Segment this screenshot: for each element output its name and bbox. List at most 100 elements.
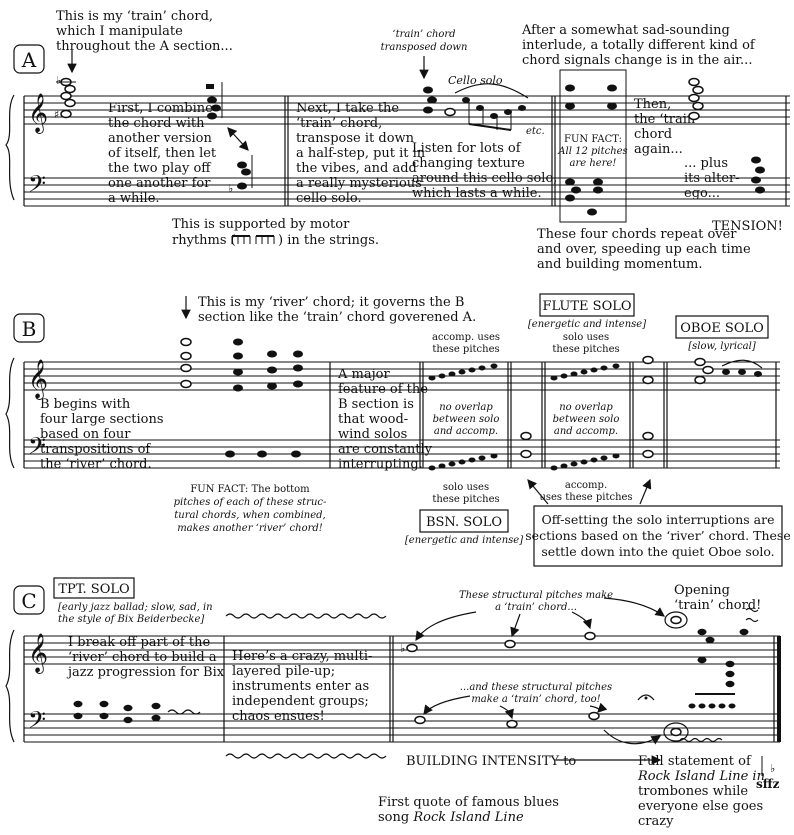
treble-clef-icon: 𝄞: [28, 633, 48, 674]
plus-text: ... plus its alter- ego...: [684, 156, 740, 201]
svg-text:First, I combine: First, I combine: [108, 101, 213, 116]
svg-text:a ‘train’ chord...: a ‘train’ chord...: [495, 602, 577, 613]
svg-text:instruments enter as: instruments enter as: [232, 679, 369, 694]
section-b: B 𝄞 𝄢: [5, 293, 791, 567]
tremolo-icon: [225, 613, 387, 619]
svg-text:that wood-: that wood-: [338, 412, 408, 427]
svg-text:between solo: between solo: [433, 414, 500, 425]
river-note: [642, 431, 654, 441]
svg-text:these pitches: these pitches: [432, 344, 499, 355]
begins-text: B begins with four large sections based …: [40, 397, 164, 472]
bsn-solo-desc: [energetic and intense]: [405, 535, 523, 546]
solo-top-text: solo uses these pitches: [552, 332, 619, 355]
structural-bottom-notes: [414, 695, 608, 729]
svg-text:these pitches: these pitches: [432, 494, 499, 505]
section-b-treble-staff: [24, 361, 780, 391]
trombone-chord-note: [670, 727, 682, 737]
svg-text:the ‘train’: the ‘train’: [634, 112, 699, 127]
flute-solo-box: [539, 293, 635, 317]
river-text: This is my ‘river’ chord; it governs the…: [198, 295, 476, 325]
svg-text:which lasts a while.: which lasts a while.: [412, 186, 542, 201]
bsn-solo-box: [419, 509, 509, 533]
svg-text:and accomp.: and accomp.: [434, 426, 498, 437]
svg-text:chaos ensues!: chaos ensues!: [232, 709, 325, 724]
transposed-label: ‘train’ chord transposed down: [381, 29, 468, 53]
svg-text:‘river’ chord to build a: ‘river’ chord to build a: [68, 650, 217, 665]
combine-text: First, I combine the chord with another …: [108, 101, 217, 206]
section-c: C TPT. SOLO [early jazz ballad; slow, sa…: [5, 577, 781, 829]
no-overlap-2: no overlap between solo and accomp.: [553, 402, 620, 437]
tremolo-icon: [225, 753, 387, 759]
svg-text:are constantly: are constantly: [338, 442, 433, 457]
svg-text:cello solo.: cello solo.: [296, 191, 362, 206]
svg-text:make a ‘train’ chord, too!: make a ‘train’ chord, too!: [471, 694, 600, 705]
section-b-label-box: [13, 313, 45, 343]
tpt-solo-label: TPT. SOLO: [58, 582, 129, 597]
svg-text:around this cello solo,: around this cello solo,: [412, 171, 557, 186]
svg-text:based on four: based on four: [40, 427, 131, 442]
listen-text: Listen for lots of changing texture arou…: [412, 141, 557, 201]
svg-text:Here’s a crazy, multi-: Here’s a crazy, multi-: [232, 649, 372, 664]
rock-island-rhythm: [679, 693, 736, 743]
flute-scale: [550, 363, 620, 381]
structural-top-notes: ♭: [400, 611, 596, 655]
svg-text:four large sections: four large sections: [40, 412, 164, 427]
offsetting-text: Off-setting the solo interruptions are s…: [525, 512, 790, 559]
accomp-bottom-text: accomp. uses these pitches: [539, 480, 632, 503]
trombone-chord-circle: [663, 722, 689, 742]
svg-text:Then,: Then,: [634, 97, 671, 112]
treble-clef-icon: 𝄞: [28, 93, 48, 134]
svg-text:This is my ‘train’ chord,: This is my ‘train’ chord,: [56, 9, 213, 24]
first-quote-text: First quote of famous blues song Rock Is…: [378, 795, 559, 825]
svg-text:settle down into the quiet Obo: settle down into the quiet Oboe solo.: [541, 544, 774, 559]
river-chords: [180, 337, 303, 458]
arrow-icon: [603, 597, 665, 617]
accomp-top-text: accomp. uses these pitches: [432, 332, 500, 355]
arrow-icon: [639, 478, 652, 505]
arrow-icon: [227, 127, 249, 151]
svg-text:changing texture: changing texture: [412, 156, 525, 171]
section-a-label: A: [21, 48, 37, 72]
next-text: Next, I take the ‘train’ chord, transpos…: [296, 101, 426, 206]
svg-text:Full statement of: Full statement of: [638, 754, 752, 769]
section-c-label: C: [21, 589, 36, 613]
svg-text:sections based on the ‘river’: sections based on the ‘river’ chord. The…: [525, 528, 790, 543]
svg-text:♭: ♭: [228, 182, 233, 195]
section-a-label-box: [13, 44, 45, 74]
funfact-box: [559, 69, 627, 223]
sfz-label: sffz: [756, 777, 780, 791]
tension-label: TENSION!: [712, 219, 783, 234]
svg-text:feature of the: feature of the: [338, 382, 428, 397]
interlude-text: After a somewhat sad-sounding interlude,…: [521, 23, 756, 68]
svg-text:[early jazz ballad; slow, sad,: [early jazz ballad; slow, sad, in: [58, 602, 213, 613]
sharp-icon: ♯: [54, 108, 59, 121]
train-chord: ♭ ♯: [54, 74, 76, 121]
flute-solo-label: FLUTE SOLO: [542, 299, 631, 314]
bass-clef-icon: 𝄢: [28, 170, 46, 203]
svg-text:a while.: a while.: [108, 191, 160, 206]
river-note: [520, 449, 532, 459]
svg-text:Next, I take the: Next, I take the: [296, 101, 399, 116]
svg-text:which I manipulate: which I manipulate: [56, 24, 183, 39]
final-chords: [697, 607, 759, 688]
oboe-solo-box: [675, 315, 769, 339]
section-b-barlines: [23, 362, 777, 468]
svg-text:the vibes, and add: the vibes, and add: [296, 161, 417, 176]
svg-text:chord: chord: [634, 127, 672, 142]
tremolo-icon: [679, 737, 723, 743]
brace: [5, 357, 15, 469]
no-overlap-1: no overlap between solo and accomp.: [433, 402, 500, 437]
section-a: A 𝄞 𝄢 ♭: [5, 9, 790, 272]
svg-text:are here!: are here!: [570, 158, 617, 169]
section-a-barlines: [23, 96, 787, 206]
svg-text:I break off part of the: I break off part of the: [68, 635, 210, 650]
etc-label: etc.: [526, 126, 545, 137]
svg-text:wind solos: wind solos: [338, 427, 407, 442]
svg-text:This is my ‘river’ chord; it g: This is my ‘river’ chord; it governs the…: [198, 295, 464, 310]
svg-text:tural chords, when combined,: tural chords, when combined,: [174, 510, 326, 521]
svg-text:one another for: one another for: [108, 176, 211, 191]
svg-text:‘train’ chord!: ‘train’ chord!: [674, 598, 761, 613]
svg-text:FUN FACT: The bottom: FUN FACT: The bottom: [190, 484, 310, 495]
svg-text:‘train’ chord: ‘train’ chord: [392, 29, 455, 40]
svg-text:solo uses: solo uses: [443, 482, 489, 493]
